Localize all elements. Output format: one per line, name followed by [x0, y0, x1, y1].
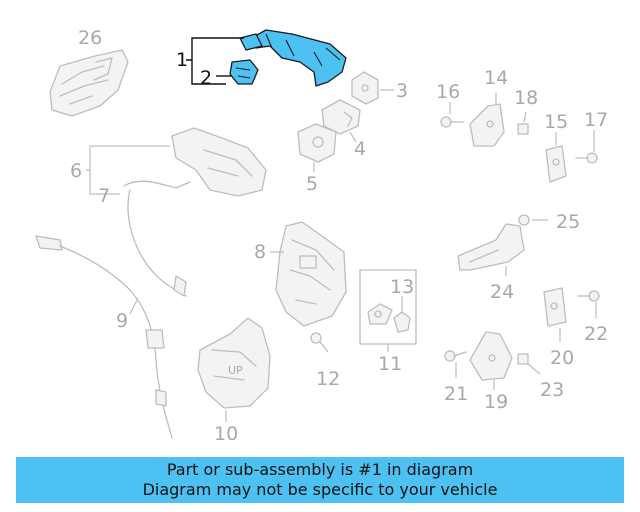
callout-9: 9 [116, 310, 128, 332]
part-5-cylinder-housing [297, 123, 337, 172]
callout-labels: 1 2 3 4 5 6 7 8 9 10 11 12 13 14 15 16 1… [70, 27, 608, 445]
part-7-inside-cable [123, 180, 191, 297]
part-22-bolt [577, 290, 600, 318]
callout-7: 7 [98, 185, 110, 207]
part-14-upper-hinge [469, 92, 505, 147]
part-26-handle-bezel [49, 49, 129, 117]
callout-19: 19 [484, 391, 508, 413]
part-25-bolt [518, 214, 548, 226]
part-15-hinge-bracket [545, 132, 567, 183]
part-12-screw [310, 332, 329, 353]
banner-line-1: Part or sub-assembly is #1 in diagram [166, 460, 474, 479]
part-20-lower-bracket [543, 287, 567, 342]
callout-6: 6 [70, 160, 82, 182]
part-1-outside-handle[interactable] [239, 29, 347, 87]
part-23-cap [517, 353, 541, 375]
callout-2[interactable]: 2 [200, 67, 212, 89]
callout-4: 4 [354, 138, 366, 160]
part-17-bolt [575, 130, 598, 164]
part-18-cap [517, 111, 529, 135]
banner-line-2: Diagram may not be specific to your vehi… [142, 480, 498, 499]
info-banner: Part or sub-assembly is #1 in diagram Di… [16, 457, 624, 503]
part-8-door-latch [270, 221, 347, 327]
callout-18: 18 [514, 87, 538, 109]
actuator-label: UP [228, 364, 243, 377]
callout-10: 10 [214, 423, 238, 445]
callout-16: 16 [436, 81, 460, 103]
callout-15: 15 [544, 111, 568, 133]
callout-12: 12 [316, 368, 340, 390]
callout-14: 14 [484, 67, 508, 89]
part-16-hinge-bolt [440, 102, 465, 128]
callout-21: 21 [444, 383, 468, 405]
callout-22: 22 [584, 323, 608, 345]
part-6-inside-handle [171, 127, 267, 197]
callout-11: 11 [378, 353, 402, 375]
part-21-bolt [444, 350, 467, 378]
part-3-bracket [351, 71, 394, 105]
leader-6 [86, 145, 170, 195]
part-2-handle-cap[interactable] [229, 59, 259, 85]
callout-25: 25 [556, 211, 580, 233]
callout-26: 26 [78, 27, 102, 49]
callout-20: 20 [550, 347, 574, 369]
leader-1 [186, 37, 244, 85]
callout-13: 13 [390, 276, 414, 298]
callout-3: 3 [396, 80, 408, 102]
parts-diagram: UP [35, 27, 608, 445]
callout-23: 23 [540, 379, 564, 401]
part-4-lock-cylinder [321, 99, 361, 143]
callout-5: 5 [306, 173, 318, 195]
callout-1[interactable]: 1 [176, 49, 188, 71]
part-24-door-check [457, 223, 525, 276]
callout-24: 24 [490, 281, 514, 303]
part-11-striker-box [359, 269, 417, 352]
part-19-lower-hinge [469, 331, 513, 390]
part-10-actuator: UP [197, 317, 271, 422]
callout-17: 17 [584, 109, 608, 131]
callout-8: 8 [254, 241, 266, 263]
part-13-striker [393, 296, 411, 333]
part-9-cable [35, 235, 173, 439]
